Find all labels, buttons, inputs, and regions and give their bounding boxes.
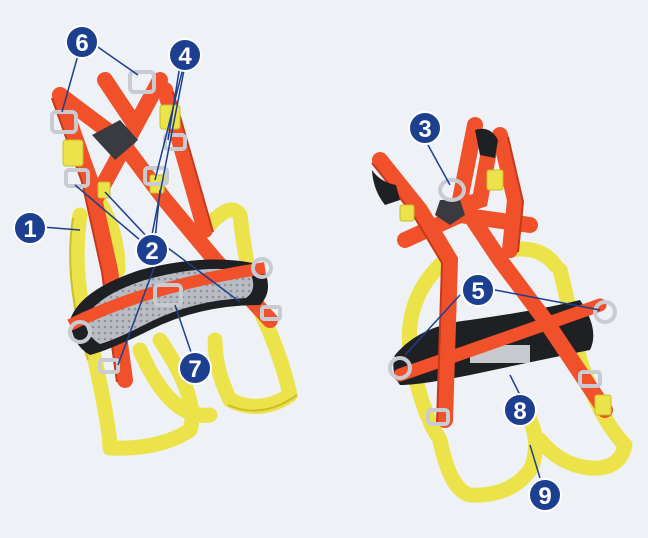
leader-3 bbox=[427, 144, 451, 186]
callout-4-number: 4 bbox=[178, 43, 192, 70]
back-view-harness bbox=[371, 117, 633, 503]
back-shoulder-pad-right bbox=[475, 128, 498, 158]
back-adjuster-sleeves bbox=[399, 169, 612, 416]
callout-8-number: 8 bbox=[513, 398, 526, 425]
callout-2-number: 2 bbox=[145, 238, 158, 265]
leader-8 bbox=[509, 374, 521, 396]
front-view-harness bbox=[50, 70, 298, 456]
leader-4b bbox=[167, 64, 181, 141]
leader-2e bbox=[117, 264, 156, 366]
back-buckles bbox=[388, 300, 617, 426]
leader-2d bbox=[159, 241, 241, 303]
callout-4: 4 bbox=[168, 38, 202, 72]
callout-1-number: 1 bbox=[23, 216, 36, 243]
callout-2: 2 bbox=[135, 233, 169, 267]
leader-2a bbox=[74, 184, 141, 241]
callout-1: 1 bbox=[13, 211, 47, 245]
callout-3-number: 3 bbox=[418, 116, 431, 143]
leader-2b bbox=[104, 191, 151, 241]
leader-7 bbox=[174, 304, 193, 356]
leader-5a bbox=[404, 294, 461, 356]
back-red-straps bbox=[372, 117, 613, 428]
callout-3: 3 bbox=[408, 111, 442, 145]
front-side-d-ring-left bbox=[68, 320, 92, 344]
leader-1 bbox=[41, 226, 81, 231]
callout-6-number: 6 bbox=[75, 30, 88, 57]
callout-7-number: 7 bbox=[188, 356, 201, 383]
leader-4a bbox=[154, 59, 186, 181]
front-waist-pad bbox=[67, 257, 273, 355]
callout-9: 9 bbox=[528, 478, 562, 512]
callout-8: 8 bbox=[503, 393, 537, 427]
callout-leader-lines bbox=[41, 44, 601, 479]
leader-5b bbox=[494, 289, 601, 311]
callout-5-number: 5 bbox=[471, 278, 484, 305]
leader-4c bbox=[149, 64, 186, 246]
leader-6b bbox=[94, 44, 139, 76]
back-dorsal-d-ring bbox=[438, 178, 466, 202]
callout-5: 5 bbox=[461, 273, 495, 307]
leader-6a bbox=[61, 47, 81, 113]
back-shoulder-pad-left bbox=[372, 170, 400, 205]
callout-6: 6 bbox=[65, 25, 99, 59]
callout-7: 7 bbox=[178, 351, 212, 385]
leader-9 bbox=[529, 444, 541, 479]
front-center-buckle bbox=[153, 283, 183, 307]
back-dorsal-plate bbox=[435, 200, 465, 225]
front-side-d-ring-right bbox=[251, 257, 273, 279]
callout-9-number: 9 bbox=[538, 483, 551, 510]
front-back-plate bbox=[92, 120, 138, 160]
